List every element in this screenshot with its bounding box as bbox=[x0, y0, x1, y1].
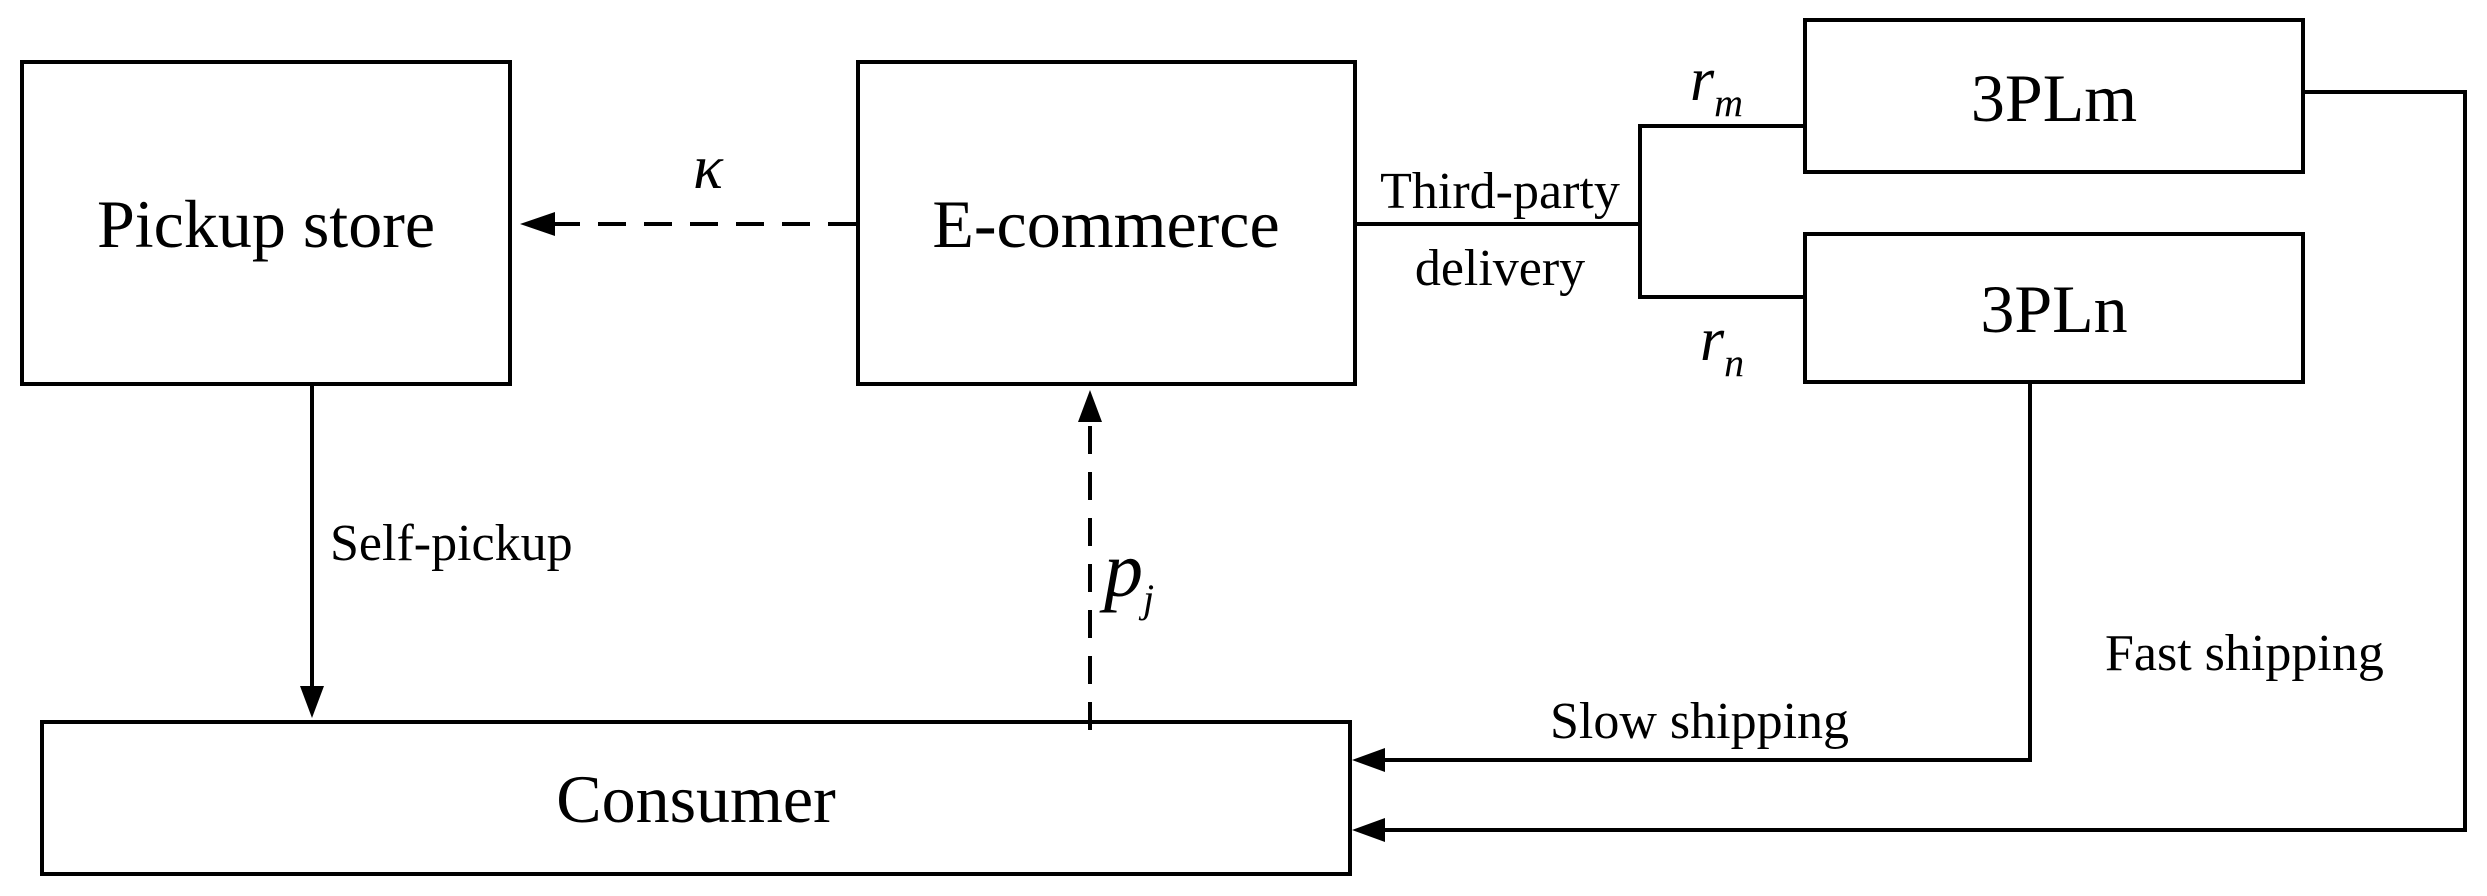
third-party-label-line2: delivery bbox=[1415, 240, 1585, 297]
p-j-symbol: pj bbox=[1099, 526, 1154, 621]
r-n-symbol: rn bbox=[1700, 306, 1744, 385]
fast-shipping-label: Fast shipping bbox=[2105, 625, 2384, 682]
slow-shipping-line bbox=[1385, 384, 2032, 762]
slow-shipping-arrow-head bbox=[1352, 748, 1385, 772]
pickup-store-label: Pickup store bbox=[97, 186, 435, 262]
kappa-symbol: κ bbox=[693, 134, 724, 202]
consumer-box bbox=[40, 720, 1352, 876]
third-party-label-line1: Third-party bbox=[1380, 163, 1620, 220]
tpl-n-label: 3PLn bbox=[1980, 271, 2127, 347]
consumer-label: Consumer bbox=[556, 761, 836, 837]
slow-shipping-label: Slow shipping bbox=[1550, 693, 1849, 750]
pickup-store-box bbox=[20, 60, 512, 386]
fast-shipping-line bbox=[1385, 90, 2467, 832]
kappa-arrow-head bbox=[520, 212, 555, 236]
ecommerce-label: E-commerce bbox=[932, 186, 1279, 262]
ecommerce-box bbox=[856, 60, 1357, 386]
tpl-m-box bbox=[1803, 18, 2305, 174]
tpl-n-box bbox=[1803, 232, 2305, 384]
r-m-symbol: rm bbox=[1690, 46, 1743, 125]
self-pickup-label: Self-pickup bbox=[330, 515, 573, 572]
third-party-branch bbox=[1638, 124, 1805, 299]
tpl-m-label: 3PLm bbox=[1971, 60, 2137, 136]
p-j-arrow-head bbox=[1078, 390, 1102, 422]
fast-shipping-arrow-head bbox=[1352, 818, 1385, 842]
self-pickup-arrow-head bbox=[300, 686, 324, 718]
